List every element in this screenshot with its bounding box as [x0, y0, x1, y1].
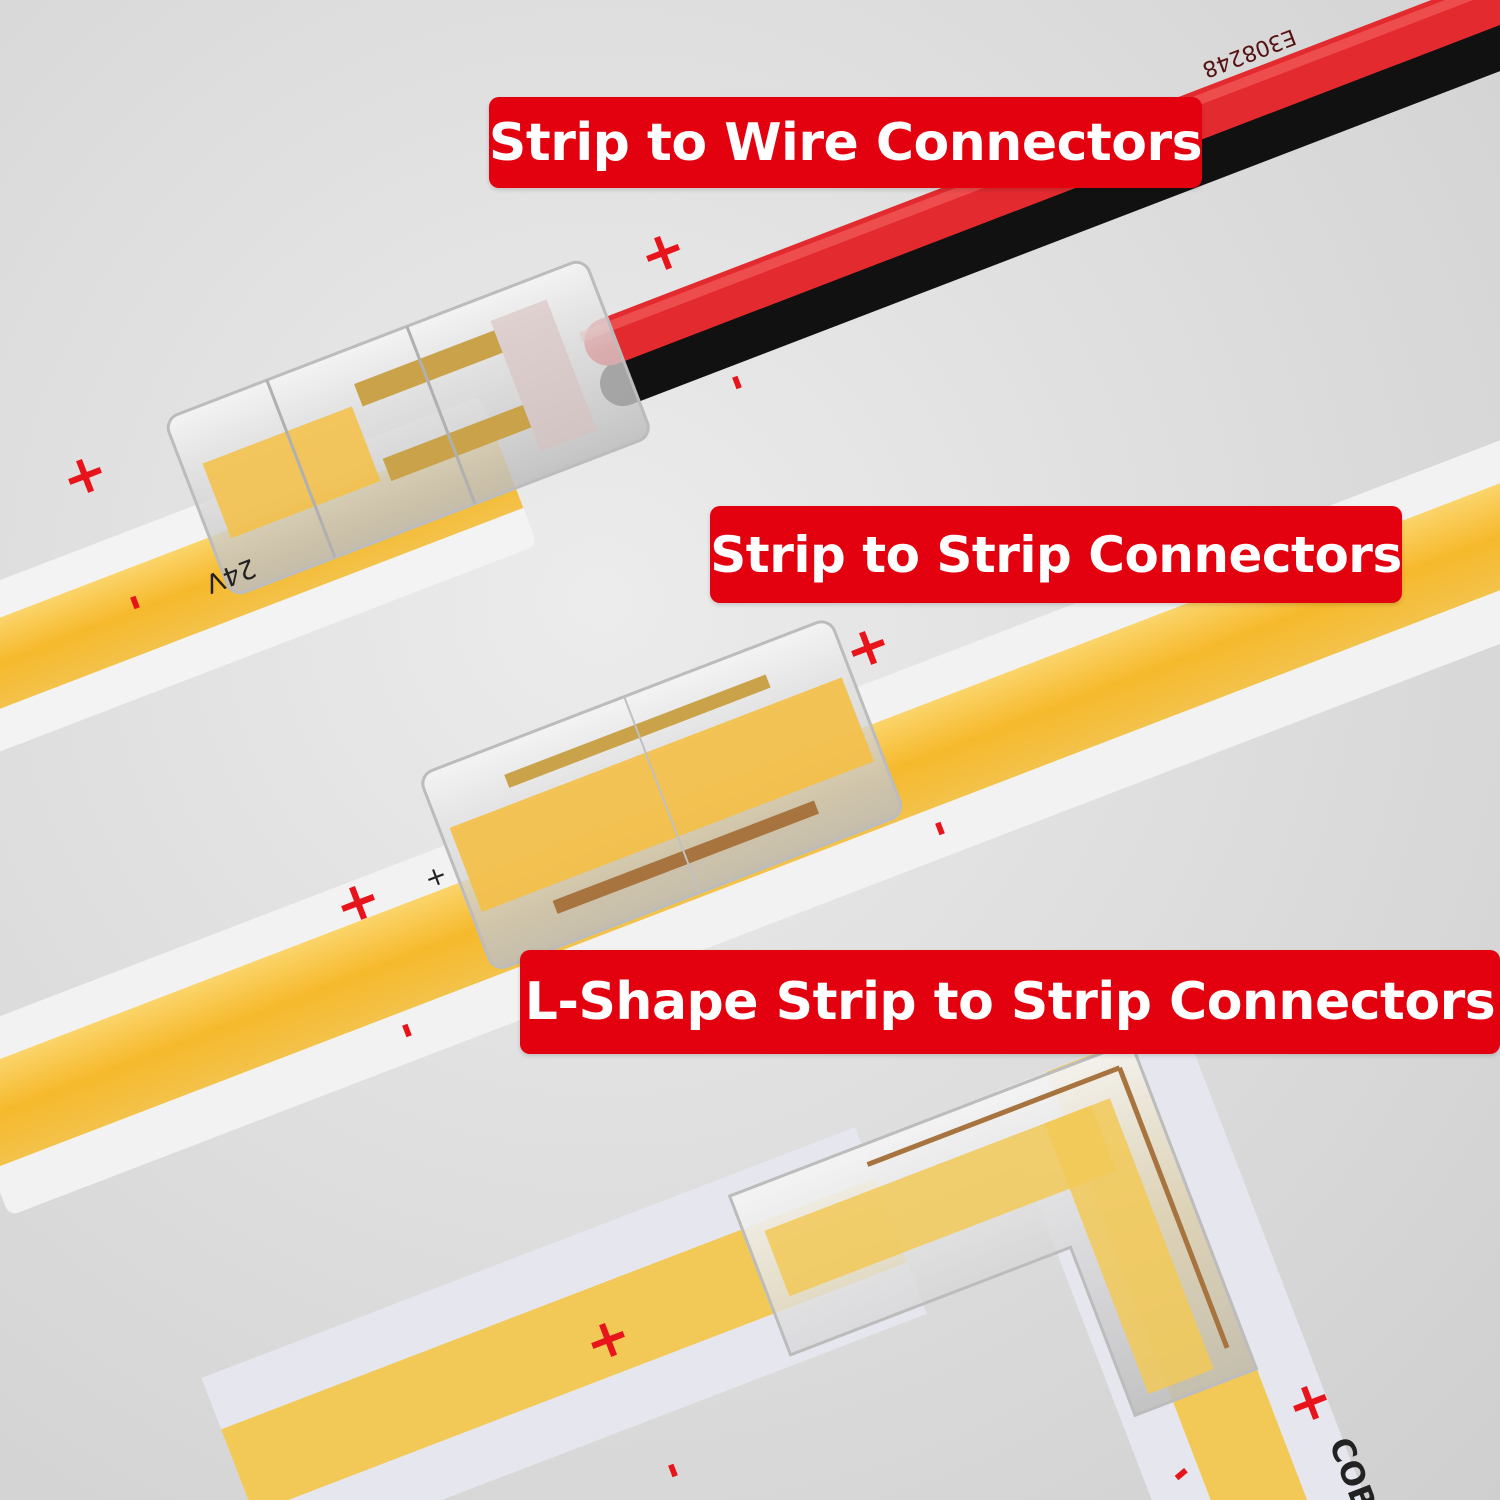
strip-to-strip-connector	[421, 620, 903, 969]
label-strip-to-wire: Strip to Wire Connectors	[489, 97, 1203, 188]
l-shape-connector	[727, 1040, 1259, 1418]
strip-to-wire-connector	[166, 260, 650, 595]
label-l-shape: L-Shape Strip to Strip Connectors	[520, 950, 1500, 1054]
red-black-wire	[578, 0, 1500, 407]
label-strip-to-strip: Strip to Strip Connectors	[710, 506, 1402, 603]
